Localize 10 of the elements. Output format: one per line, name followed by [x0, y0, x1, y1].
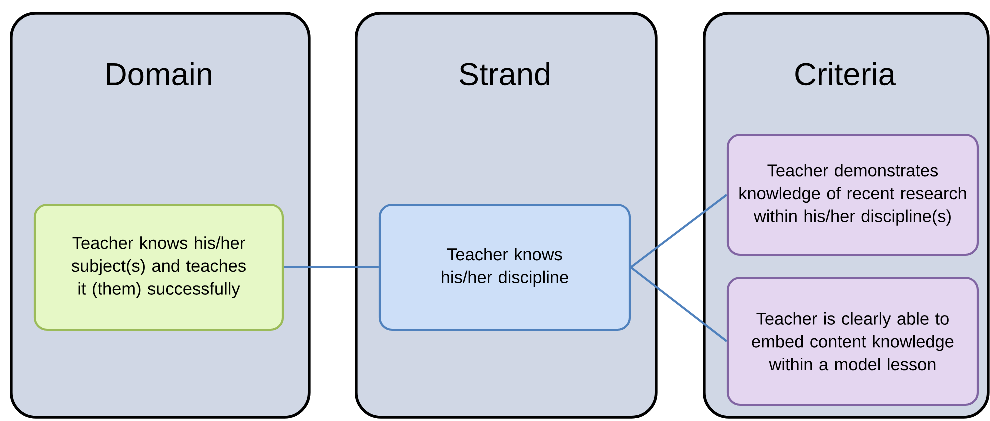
- text-box: Teacher demonstrates knowledge of recent research within his/her discipline(s): [726, 134, 980, 256]
- connector-line: [630, 194, 728, 268]
- column-heading: Domain: [107, 62, 212, 86]
- text-box: Teacher is clearly able to embed content knowledge within a model lesson: [726, 276, 980, 406]
- text-box: Teacher knows his/her discipline: [378, 204, 632, 332]
- column-heading: Criteria: [796, 62, 896, 86]
- connector-line: [284, 266, 379, 269]
- connector-line: [630, 266, 728, 342]
- text-box: Teacher knows his/her subject(s) and teaches it (them) successfully: [34, 204, 284, 332]
- column-heading: Strand: [460, 62, 550, 86]
